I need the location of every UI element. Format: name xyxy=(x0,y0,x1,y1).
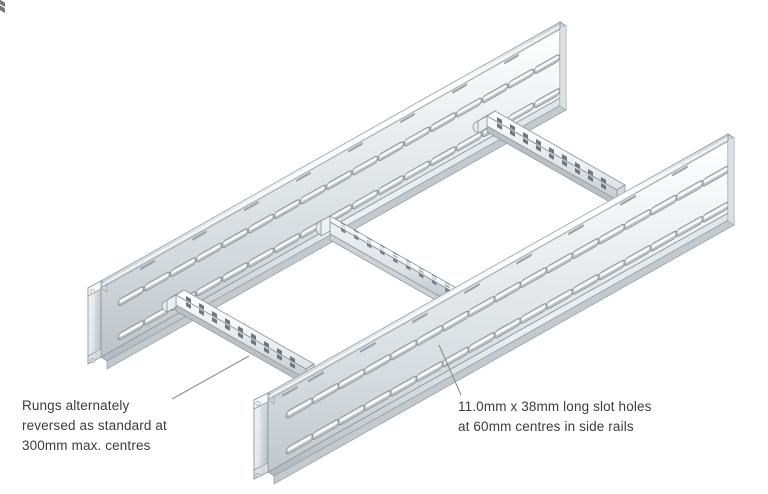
rung-lower xyxy=(0,0,315,386)
far-rail-slot-holes xyxy=(117,38,560,342)
far-rail-right-end xyxy=(559,21,567,111)
far-rail-flange-slots xyxy=(101,53,519,292)
slot-holes-note-line-2: at 60mm centres in side rails xyxy=(458,419,634,434)
rungs-note-line-3: 300mm max. centres xyxy=(22,438,151,453)
far-rail-left-end-cap xyxy=(87,280,102,365)
rung-lower-tie-slots xyxy=(0,0,295,369)
near-side-rail xyxy=(253,133,735,485)
rungs-note-line-1: Rungs alternately xyxy=(22,398,129,413)
near-rail-left-end-cap xyxy=(253,392,269,480)
rung-middle-reversed xyxy=(0,0,468,315)
near-rail-slot-holes xyxy=(285,149,728,456)
rung-upper xyxy=(0,0,626,207)
near-rail-right-end xyxy=(727,133,735,226)
slot-holes-note-line-1: 11.0mm x 38mm long slot holes xyxy=(458,399,652,414)
annotation-rungs-note: Rungs alternately reversed as standard a… xyxy=(22,398,167,453)
leader-line-rungs-note xyxy=(171,355,250,400)
rungs-note-line-2: reversed as standard at xyxy=(22,418,167,433)
annotation-slot-holes-note: 11.0mm x 38mm long slot holes at 60mm ce… xyxy=(458,399,652,434)
near-rail-bottom-flange xyxy=(267,212,735,485)
near-rail-flange-slots xyxy=(282,165,688,398)
leader-line-slot-holes-note xyxy=(438,344,462,396)
